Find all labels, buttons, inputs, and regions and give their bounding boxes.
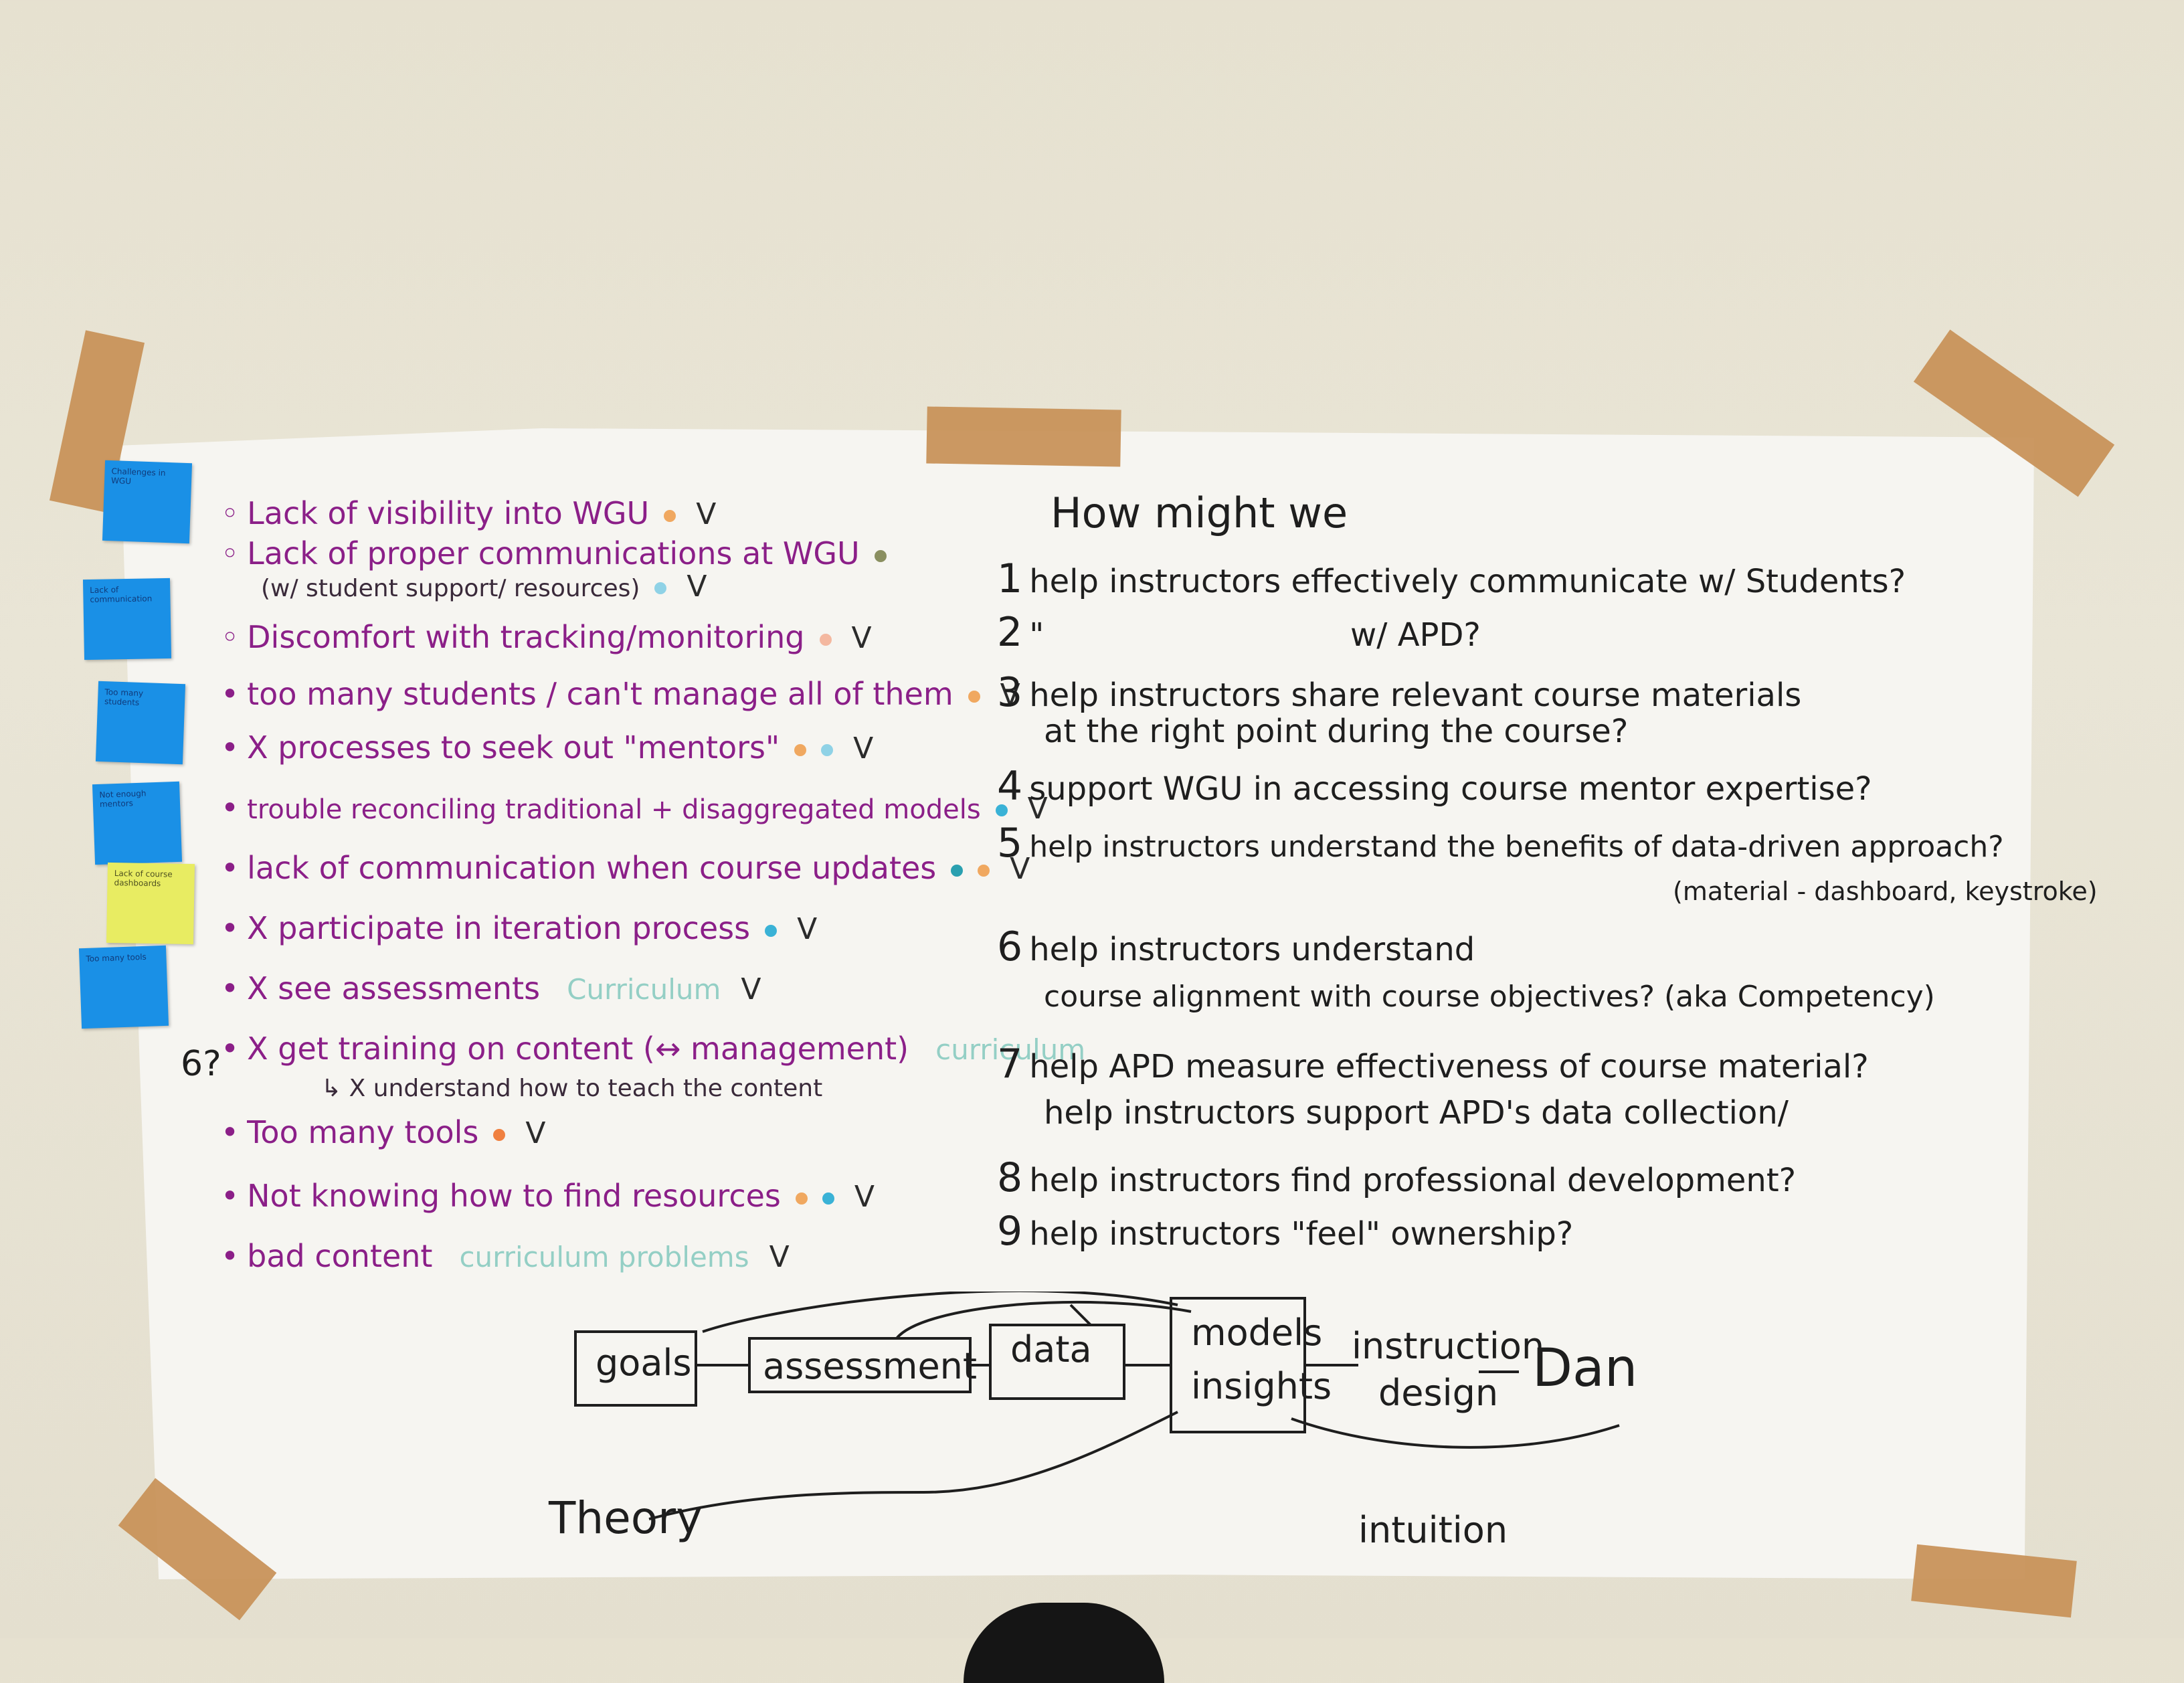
list-item: •too many students / can't manage all of…	[221, 676, 1020, 712]
diagram-instruction: instruction	[1352, 1325, 1545, 1367]
list-item: •lack of communication when course updat…	[221, 850, 1030, 886]
process-diagram: goals assessment data models insights in…	[549, 1292, 1753, 1593]
list-item: •trouble reconciling traditional + disag…	[221, 790, 1048, 826]
feedback-arrow-2	[895, 1300, 1192, 1340]
diagram-assessment: assessment	[763, 1345, 978, 1387]
list-item: (w/ student support/ resources)V	[261, 569, 707, 604]
sticky-note: Too many students	[95, 681, 186, 765]
hmw-item: at the right point during the course?	[1044, 713, 1629, 750]
hmw-item: help instructors support APD's data coll…	[1044, 1094, 1789, 1132]
sticky-note: Lack of course dashboards	[106, 862, 195, 945]
data-box	[989, 1324, 1125, 1400]
diagram-intuition: intuition	[1358, 1509, 1508, 1551]
hmw-item: course alignment with course objectives?…	[1044, 980, 1935, 1014]
goals-box	[574, 1330, 697, 1407]
diagram-design: design	[1378, 1372, 1499, 1414]
hmw-item: (material - dashboard, keystroke)	[1673, 877, 2098, 906]
diagram-models: models	[1191, 1312, 1323, 1354]
tape-bottom-right	[1911, 1544, 2077, 1618]
diagram-goals: goals	[596, 1342, 692, 1384]
theory-arrow	[648, 1411, 1178, 1520]
list-item: •X processes to seek out "mentors"V	[221, 729, 874, 766]
list-item: ↳ X understand how to teach the content	[321, 1075, 823, 1102]
feedback-arrow-1	[702, 1292, 1178, 1333]
hmw-title: How might we	[1051, 489, 1348, 537]
diagram-insights: insights	[1191, 1365, 1332, 1407]
diagram-data: data	[1010, 1328, 1092, 1370]
diagram-dan: Dan	[1532, 1338, 1638, 1399]
list-item: ◦Lack of proper communications at WGU	[221, 535, 887, 571]
sticky-note: Too many tools	[78, 945, 169, 1029]
head-silhouette	[964, 1603, 1164, 1683]
sticky-note: Challenges in WGU	[102, 460, 193, 544]
hmw-item: 2" w/ APD?	[997, 609, 1481, 656]
annotation-6: 6?	[181, 1044, 221, 1084]
sticky-note: Lack of communication	[82, 578, 172, 660]
sticky-note: Not enough mentors	[92, 781, 183, 865]
diagram-lines	[574, 1292, 1620, 1520]
intuition-arrow	[1291, 1417, 1620, 1449]
tape-top-center	[926, 406, 1121, 467]
paper-sheet	[120, 428, 2034, 1579]
feedback-arrow-3	[1069, 1304, 1092, 1326]
diagram-theory: Theory	[549, 1492, 703, 1544]
list-item: •X get training on content (↔ management…	[221, 1031, 1086, 1067]
wall: Challenges in WGU Lack of communication …	[49, 329, 2115, 1683]
